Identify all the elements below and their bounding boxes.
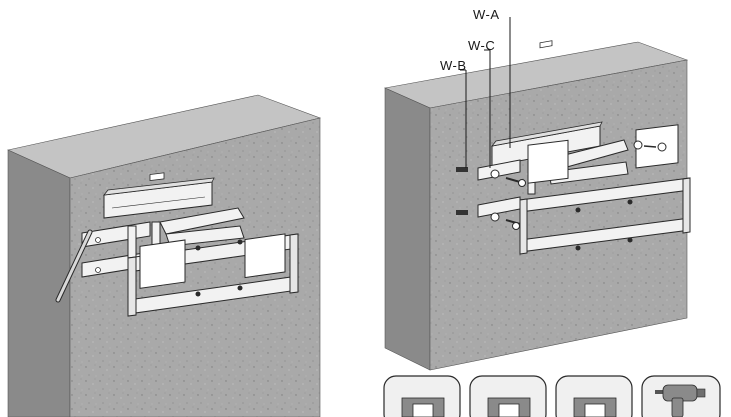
drill-icon [655, 384, 706, 417]
tool-panel-2 [469, 375, 547, 417]
tool-panel-3 [555, 375, 633, 417]
wall-type-icon [401, 397, 445, 417]
right-tv-bracket [519, 124, 691, 255]
label-w-a: W-A [473, 7, 500, 22]
tool-panel-1 [383, 375, 461, 417]
wall-type-icon [487, 397, 531, 417]
tool-panel-4 [641, 375, 721, 417]
label-w-b: W-B [440, 58, 467, 73]
left-marker-pencil [55, 229, 93, 303]
right-wall [383, 41, 689, 371]
left-tv-bracket [127, 233, 299, 317]
label-w-c: W-C [468, 38, 495, 53]
label-leader-lines [460, 17, 511, 168]
right-wall-screws [456, 140, 667, 230]
left-spirit-level [103, 172, 215, 219]
wall-type-icon [573, 397, 617, 417]
